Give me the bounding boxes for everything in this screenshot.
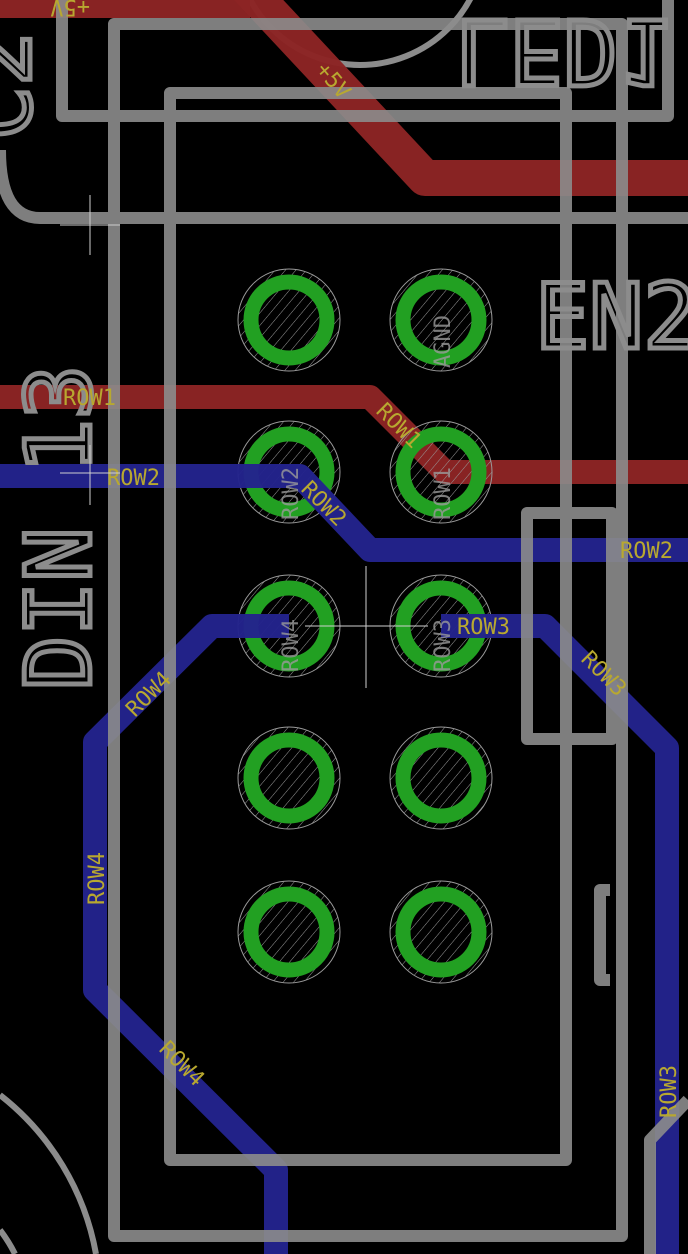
pad[interactable] — [237, 880, 341, 984]
en-designator: EN2 — [535, 265, 688, 370]
origin-marker — [60, 195, 120, 505]
connector-key-notch — [521, 507, 618, 745]
pad-label-row3: ROW3 — [431, 619, 456, 672]
label-5v-top: +5V — [50, 0, 90, 19]
din-designator: DIN 13 — [7, 365, 112, 690]
pad-label-agnd: AGND — [431, 315, 456, 368]
pad-ring — [243, 274, 335, 366]
pad-ring — [395, 426, 487, 518]
led-outline — [247, 0, 473, 68]
connector-inner-outline — [164, 87, 572, 1166]
pad-ring — [243, 732, 335, 824]
label-row2-a: ROW2 — [107, 466, 160, 491]
connector-side-notch — [594, 884, 610, 986]
label-row3-a: ROW3 — [457, 615, 510, 640]
label-row2-c: ROW2 — [620, 539, 673, 564]
label-row4-b: ROW4 — [85, 852, 110, 905]
pad[interactable] — [389, 268, 493, 372]
trace-row4[interactable] — [83, 614, 289, 1254]
pad-label-row1: ROW1 — [431, 467, 456, 520]
bottom-right-arc — [644, 1095, 688, 1254]
label-row1-a: ROW1 — [63, 386, 116, 411]
pad[interactable] — [389, 726, 493, 830]
pad[interactable] — [237, 268, 341, 372]
pad-ring — [395, 274, 487, 366]
pad[interactable] — [389, 880, 493, 984]
pad-ring — [395, 732, 487, 824]
pad-label-row4: ROW4 — [279, 619, 304, 672]
bottom-left-arc-inner — [0, 1228, 18, 1254]
board-divider-line — [0, 149, 688, 224]
bottom-left-arc — [0, 1092, 99, 1254]
crosshair-cursor — [305, 566, 428, 688]
c-designator: C2 — [0, 32, 52, 140]
led-box — [56, 0, 674, 122]
pad-ring — [243, 886, 335, 978]
pad[interactable] — [237, 726, 341, 830]
label-row3-c: ROW3 — [657, 1065, 682, 1118]
pad[interactable] — [389, 420, 493, 524]
connector-outer-outline — [108, 18, 628, 1242]
led-designator: LED1 — [455, 0, 672, 103]
pad-ring — [395, 886, 487, 978]
pad-label-row2: ROW2 — [279, 467, 304, 520]
trace-5v[interactable] — [234, 0, 688, 196]
